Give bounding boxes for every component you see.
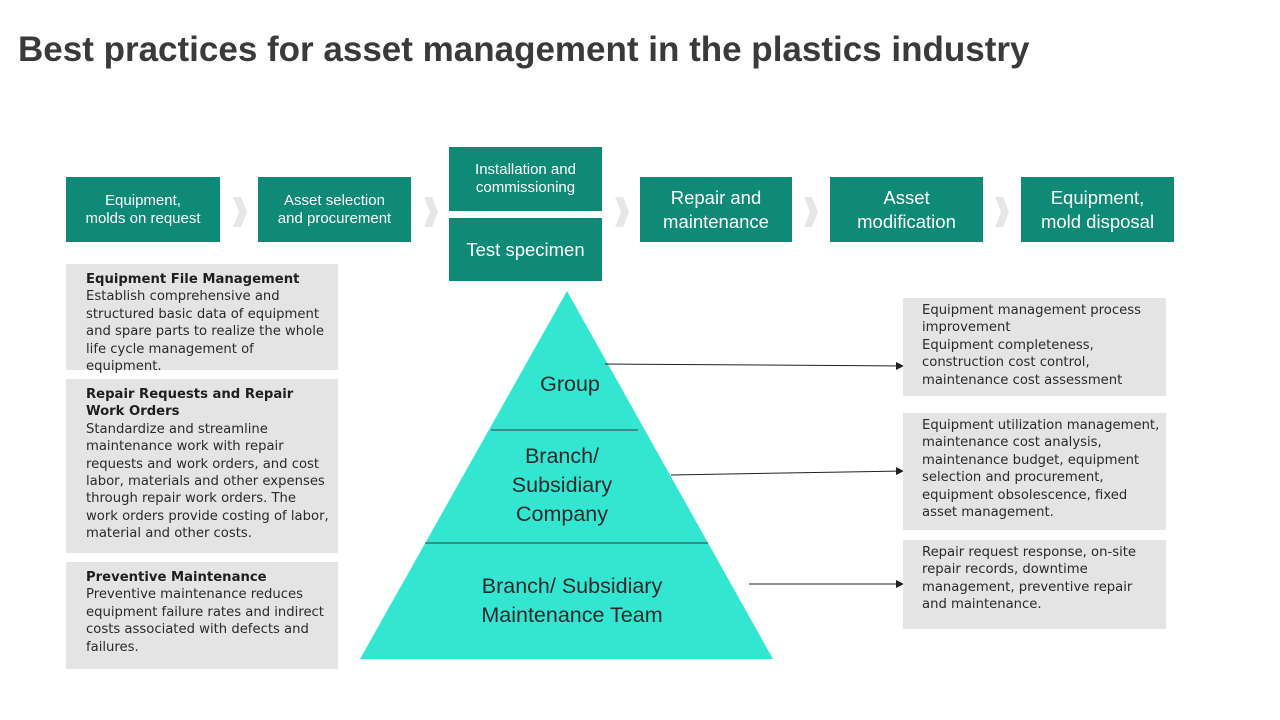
chevron-right-icon bbox=[995, 197, 1009, 227]
group-responsibilities-box: Equipment management process improvement… bbox=[903, 298, 1166, 396]
branch-responsibilities-box: Equipment utilization management, mainte… bbox=[903, 413, 1166, 530]
step-asset-modification: Asset modification bbox=[830, 177, 983, 242]
step-repair-maintenance: Repair and maintenance bbox=[640, 177, 792, 242]
chevron-right-icon bbox=[615, 197, 629, 227]
team-responsibilities-box: Repair request response, on-site repair … bbox=[903, 540, 1166, 629]
page-title: Best practices for asset management in t… bbox=[18, 30, 1030, 69]
equipment-file-management-box: Equipment File Management Establish comp… bbox=[66, 264, 338, 374]
box-body: Preventive maintenance reduces equipment… bbox=[86, 587, 324, 655]
step-test-specimen: Test specimen bbox=[449, 218, 602, 281]
repair-requests-box: Repair Requests and Repair Work Orders S… bbox=[66, 379, 338, 553]
step-asset-selection: Asset selection and procurement bbox=[258, 177, 411, 242]
box-title: Equipment File Management bbox=[86, 272, 300, 287]
box-title: Repair Requests and Repair Work Orders bbox=[86, 387, 294, 420]
pyramid-level-branch-company: Branch/ Subsidiary Company bbox=[511, 444, 613, 526]
connector-arrow bbox=[670, 467, 904, 476]
chevron-right-icon bbox=[233, 197, 247, 227]
chevron-right-icon bbox=[424, 197, 438, 227]
chevron-right-icon bbox=[804, 197, 818, 227]
step-mold-disposal: Equipment, mold disposal bbox=[1021, 177, 1174, 242]
box-title: Preventive Maintenance bbox=[86, 570, 267, 585]
box-body: Standardize and streamline maintenance w… bbox=[86, 421, 329, 542]
box-body: Establish comprehensive and structured b… bbox=[86, 289, 325, 375]
pyramid-level-maintenance-team: Branch/ Subsidiary Maintenance Team bbox=[481, 574, 663, 627]
preventive-maintenance-box: Preventive Maintenance Preventive mainte… bbox=[66, 562, 338, 669]
step-equipment-request: Equipment, molds on request bbox=[66, 177, 220, 242]
connector-arrow bbox=[604, 361, 904, 370]
step-installation: Installation and commissioning bbox=[449, 147, 602, 211]
pyramid-level-group: Group bbox=[540, 372, 600, 396]
